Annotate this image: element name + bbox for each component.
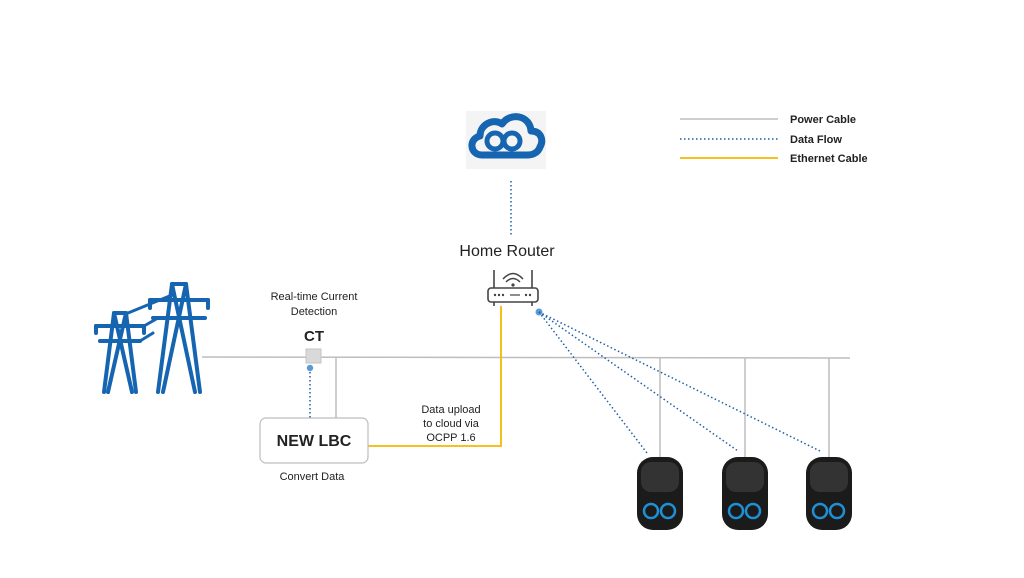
ev-charger-icon <box>637 457 683 530</box>
data-flow-chargers <box>535 308 823 454</box>
current-detection-label-line2: Detection <box>291 306 337 318</box>
cloud-icon <box>466 111 546 169</box>
upload-label-line3: OCPP 1.6 <box>426 432 475 444</box>
legend-power-label: Power Cable <box>790 114 856 126</box>
legend-data-label: Data Flow <box>790 134 842 146</box>
ev-charger-icon <box>722 457 768 530</box>
convert-data-label: Convert Data <box>280 471 346 483</box>
upload-label-line2: to cloud via <box>423 418 480 430</box>
home-router-label: Home Router <box>459 243 555 260</box>
legend: Power Cable Data Flow Ethernet Cable <box>680 114 868 165</box>
ev-charger-icon <box>806 457 852 530</box>
lbc-box: NEW LBC <box>259 417 369 464</box>
wifi-router-icon <box>487 270 539 306</box>
upload-label-line1: Data upload <box>421 404 480 416</box>
main-power-cable <box>201 356 851 359</box>
ethernet-cable <box>368 306 502 447</box>
current-detection-label-line1: Real-time Current <box>271 291 358 303</box>
power-pylon-icon <box>94 282 210 394</box>
lbc-box-label: NEW LBC <box>277 433 352 450</box>
ct-label: CT <box>304 328 324 345</box>
legend-ethernet-label: Ethernet Cable <box>790 153 868 165</box>
ct-sensor <box>305 348 322 364</box>
